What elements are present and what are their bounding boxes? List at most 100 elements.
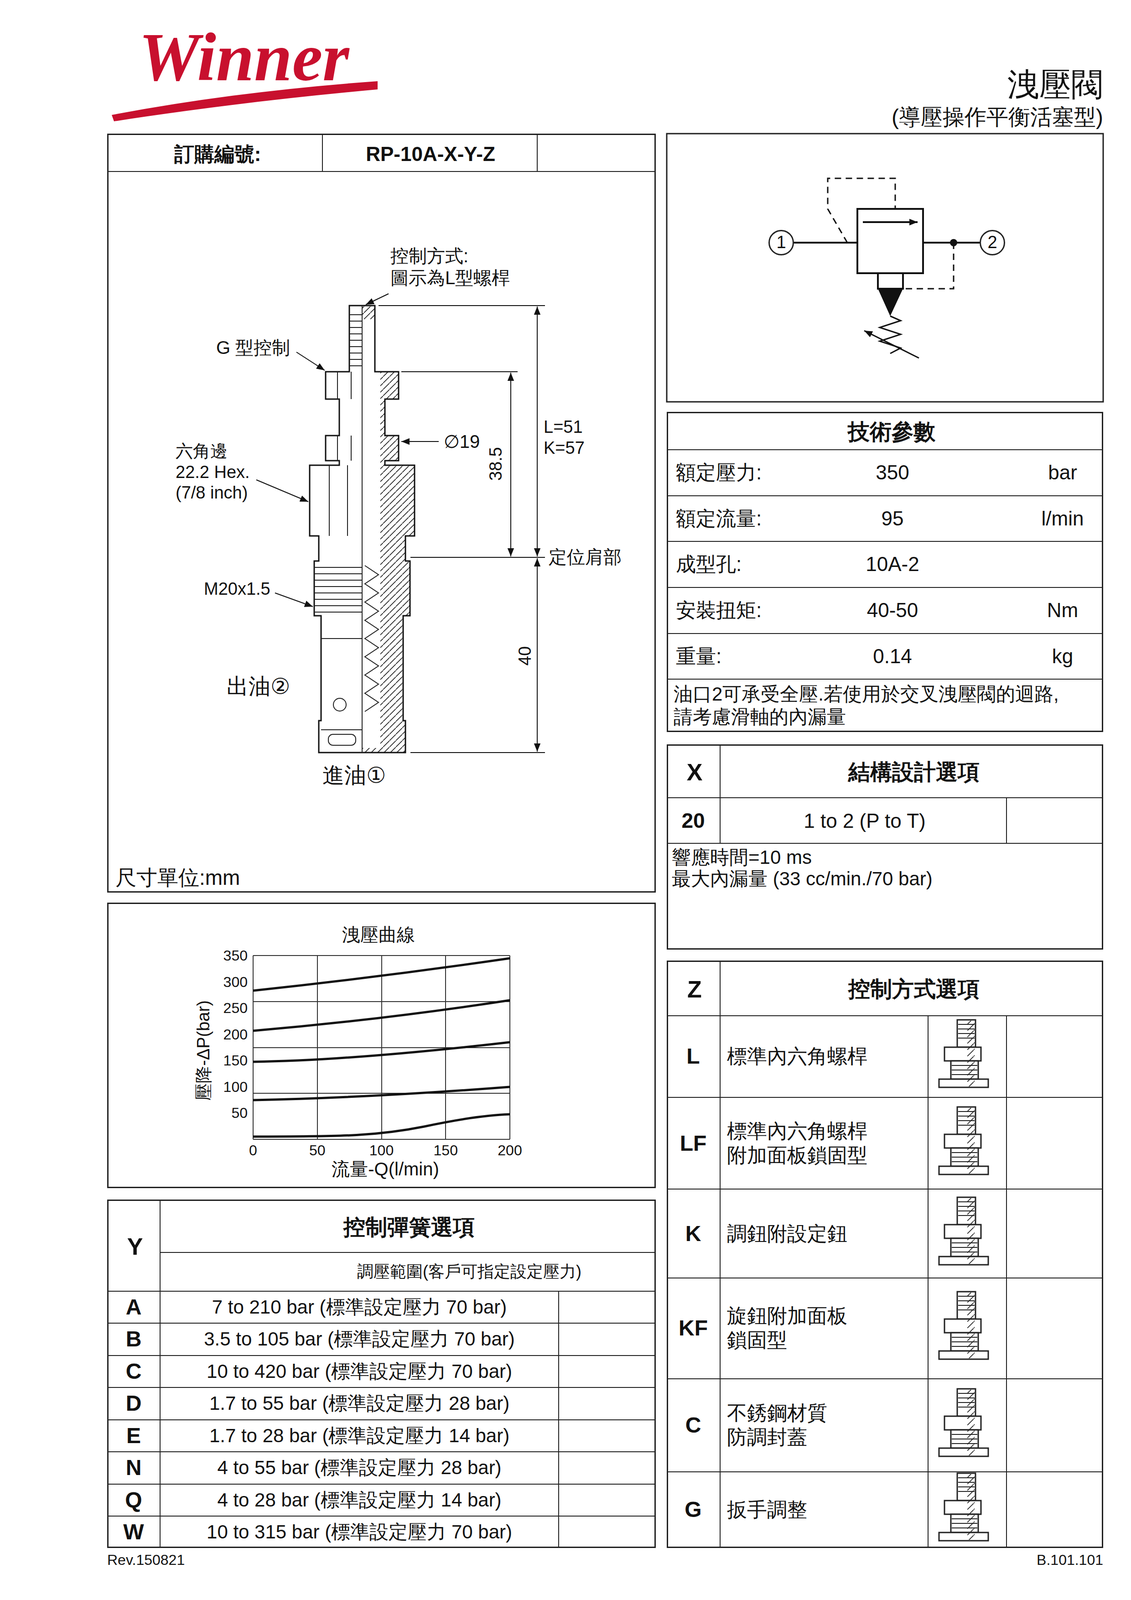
drawing-rect	[362, 319, 381, 748]
label-text: 1.7 to 55 bar (標準設定壓力 28 bar)	[209, 1391, 510, 1415]
drawing-path	[666, 449, 1104, 680]
drawing-path	[253, 958, 510, 991]
label-text: 40	[514, 646, 536, 666]
label-text: G 型控制	[216, 336, 291, 359]
label-text: 350	[875, 460, 909, 485]
label-text: 40-50	[866, 598, 919, 623]
label-text: 10 to 315 bar (標準設定壓力 70 bar)	[206, 1520, 513, 1544]
label-text: 3.5 to 105 bar (標準設定壓力 70 bar)	[203, 1327, 515, 1351]
drawing-use	[939, 1291, 989, 1360]
drawing-path	[378, 305, 545, 753]
label-text: 調鈕附設定鈕	[726, 1221, 882, 1246]
label-text: Nm	[1047, 598, 1079, 623]
label-text: 150	[433, 1141, 458, 1159]
label-text: Rev.150821	[107, 1551, 185, 1569]
drawing-path	[864, 330, 919, 358]
drawing-path	[253, 1086, 510, 1100]
drawing-path	[256, 479, 309, 502]
drawing-path	[862, 221, 918, 224]
label-text: 壓降-ΔP(bar)	[193, 1000, 215, 1101]
node-text: X	[686, 757, 703, 787]
drawing-g	[256, 293, 545, 753]
drawing-circle	[333, 698, 347, 711]
label-text: 150	[223, 1051, 248, 1069]
label-text: 4 to 55 bar (標準設定壓力 28 bar)	[217, 1456, 502, 1479]
drawing-g	[253, 955, 510, 1140]
label-text: 流量-Q(l/min)	[331, 1157, 440, 1180]
label-text: B	[125, 1325, 142, 1353]
label-text: 7 to 210 bar (標準設定壓力 70 bar)	[212, 1295, 508, 1319]
port-circle: 1	[768, 229, 794, 256]
label-text: C	[125, 1358, 142, 1385]
drawing-path	[253, 955, 510, 1140]
label-text: L=51 K=57	[543, 416, 594, 459]
label-text: 300	[223, 972, 248, 991]
drawing-path	[253, 1114, 510, 1137]
label-text: Q	[124, 1486, 142, 1514]
drawing-path	[274, 592, 313, 607]
label-text: kg	[1052, 644, 1074, 669]
label-text: 旋鈕附加面板 鎖固型	[726, 1303, 882, 1353]
drawing-rect	[857, 208, 924, 274]
label-text: 出油②	[226, 673, 291, 700]
label-text: 安裝扭矩:	[675, 598, 762, 623]
node-text: Y	[127, 1232, 144, 1261]
drawing-path	[253, 1042, 510, 1062]
drawing-path	[253, 1000, 510, 1031]
label-text: KF	[678, 1314, 708, 1342]
label-text: 調壓範圍(客戶可指定設定壓力)	[357, 1261, 582, 1282]
drawing-g	[253, 958, 510, 1137]
label-text: 200	[223, 1025, 248, 1043]
label-text: 標準內六角螺桿	[726, 1044, 882, 1069]
label-text: M20x1.5	[203, 578, 271, 600]
drawing-g	[314, 305, 363, 753]
node-text: 控制方式選項	[848, 975, 980, 1003]
drawing-path	[329, 371, 352, 536]
drawing-rect	[362, 300, 422, 758]
drawing-path	[401, 440, 439, 442]
drawing-path	[510, 372, 512, 557]
node-text: 洩壓曲線	[342, 923, 416, 946]
drawing-rect	[666, 133, 1104, 402]
drawing-path	[253, 955, 510, 1140]
label-text: 1.7 to 28 bar (標準設定壓力 14 bar)	[209, 1424, 510, 1448]
label-text: 標準內六角螺桿 附加面板鎖固型	[726, 1119, 882, 1168]
label-text: 最大內漏量 (33 cc/min./70 bar)	[671, 867, 933, 891]
drawing-use	[939, 1106, 989, 1175]
label-text: 扳手調整	[726, 1497, 882, 1522]
drawing-polygon	[877, 288, 903, 317]
label-text: K	[685, 1220, 702, 1247]
label-text: 額定壓力:	[675, 460, 762, 485]
label-text: 0	[249, 1141, 258, 1159]
label-text: 六角邊 22.2 Hex. (7/8 inch)	[175, 440, 255, 504]
label-text: bar	[1047, 460, 1078, 485]
drawing-polygon	[309, 305, 415, 753]
drawing-path	[314, 567, 363, 613]
label-text: 響應時間=10 ms	[671, 845, 812, 869]
label-text: 95	[881, 506, 904, 531]
drawing-path	[296, 352, 325, 371]
drawing-use	[939, 1473, 989, 1541]
drawing-path	[321, 638, 363, 730]
label-text: 100	[223, 1078, 248, 1096]
node-text: 訂購編號:	[174, 142, 262, 167]
node-text: 控制彈簧選項	[343, 1214, 475, 1241]
label-text: (導壓操作平衡活塞型)	[891, 103, 1104, 131]
node-text: 2	[987, 232, 997, 254]
label-text: 250	[223, 999, 248, 1017]
label-text: 成型孔:	[675, 552, 742, 577]
brand-logo: Winner	[138, 15, 349, 99]
label-text: l/min	[1041, 506, 1085, 531]
label-text: 定位肩部	[548, 545, 622, 568]
label-text: 200	[497, 1141, 522, 1159]
label-text: 0.14	[872, 644, 913, 669]
label-text: 尺寸單位:mm	[115, 865, 240, 891]
label-text: G	[684, 1496, 702, 1523]
drawing-path	[536, 306, 538, 557]
drawing-path	[361, 305, 363, 753]
drawing-path	[536, 558, 538, 752]
node-text: 1	[776, 232, 786, 254]
label-text: 控制方式: 圖示為L型螺桿	[390, 244, 541, 289]
drawing-use	[939, 1019, 989, 1088]
